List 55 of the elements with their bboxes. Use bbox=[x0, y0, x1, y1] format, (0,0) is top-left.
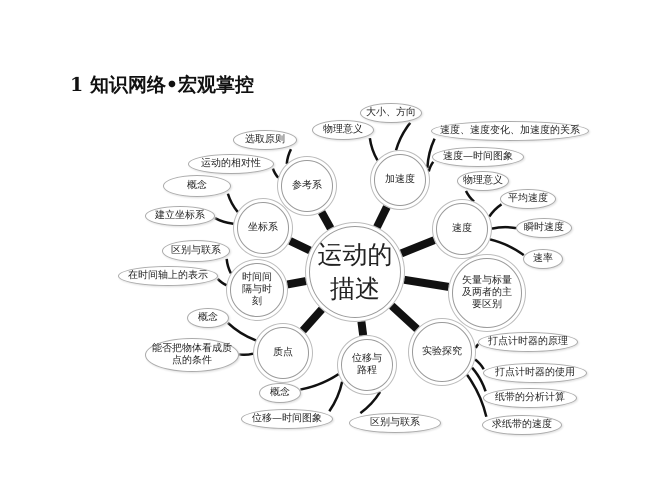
branch-connector bbox=[288, 237, 312, 254]
curved-connector bbox=[426, 138, 436, 168]
branch-connector bbox=[404, 276, 450, 291]
curved-connector bbox=[214, 216, 234, 225]
curved-connector bbox=[272, 168, 280, 178]
curved-connector bbox=[226, 193, 239, 213]
leaf-ellipse: 选取原则 bbox=[233, 130, 297, 150]
branch-connector bbox=[286, 277, 307, 288]
leaf-ellipse: 速度—时间图象 bbox=[432, 147, 524, 167]
leaf-ellipse: 物理意义 bbox=[312, 120, 374, 140]
branch-connector bbox=[400, 236, 436, 258]
leaf-ellipse: 建立坐标系 bbox=[145, 206, 215, 226]
leaf-ellipse: 平均速度 bbox=[500, 189, 556, 209]
leaf-ellipse: 概念 bbox=[163, 175, 231, 197]
curved-connector bbox=[360, 391, 382, 414]
leaf-ellipse: 速率 bbox=[523, 249, 563, 269]
curved-connector bbox=[490, 238, 525, 256]
leaf-ellipse: 瞬时速度 bbox=[516, 218, 572, 238]
leaf-ellipse: 区别与联系 bbox=[349, 413, 441, 433]
leaf-ellipse: 打点计时器的原理 bbox=[478, 332, 578, 352]
leaf-ellipse: 运动的相对性 bbox=[188, 154, 274, 174]
leaf-ellipse: 位移—时间图象 bbox=[241, 409, 333, 429]
curved-connector bbox=[488, 203, 502, 218]
curved-connector bbox=[466, 374, 488, 418]
curved-connector bbox=[300, 373, 340, 391]
branch-connector bbox=[389, 302, 420, 332]
leaf-ellipse: 求纸带的速度 bbox=[482, 415, 562, 435]
leaf-ellipse: 概念 bbox=[259, 383, 301, 403]
curved-connector bbox=[225, 258, 232, 274]
branch-connector bbox=[300, 306, 325, 334]
leaf-ellipse: 概念 bbox=[187, 308, 229, 328]
leaf-ellipse: 速度、速度变化、加速度的关系 bbox=[431, 121, 589, 141]
title: 1 知识网络•宏观掌控 bbox=[70, 73, 254, 98]
branch-connector bbox=[357, 321, 368, 336]
curved-connector bbox=[286, 148, 292, 164]
leaf-ellipse: 大小、方向 bbox=[360, 103, 422, 123]
leaf-ellipse: 纸带的分析计算 bbox=[483, 388, 577, 408]
leaf-ellipse: 物理意义 bbox=[457, 171, 509, 191]
curved-connector bbox=[394, 122, 412, 151]
curved-connector bbox=[226, 322, 256, 342]
curved-connector bbox=[216, 278, 227, 286]
branch-connector bbox=[318, 210, 334, 230]
curved-connector bbox=[474, 358, 485, 370]
curved-connector bbox=[471, 366, 487, 392]
leaf-ellipse: 打点计时器的使用 bbox=[483, 363, 587, 383]
branch-connector bbox=[373, 205, 390, 229]
curved-connector bbox=[368, 138, 379, 161]
curved-connector bbox=[328, 382, 344, 412]
leaf-ellipse: 能否把物体看成质点的条件 bbox=[145, 338, 239, 372]
leaf-ellipse: 区别与联系 bbox=[162, 240, 230, 262]
leaf-ellipse: 在时间轴上的表示 bbox=[118, 266, 218, 286]
curved-connector bbox=[492, 226, 516, 230]
curved-connector bbox=[464, 190, 475, 202]
curved-connector bbox=[428, 161, 434, 172]
curved-connector bbox=[238, 352, 254, 356]
